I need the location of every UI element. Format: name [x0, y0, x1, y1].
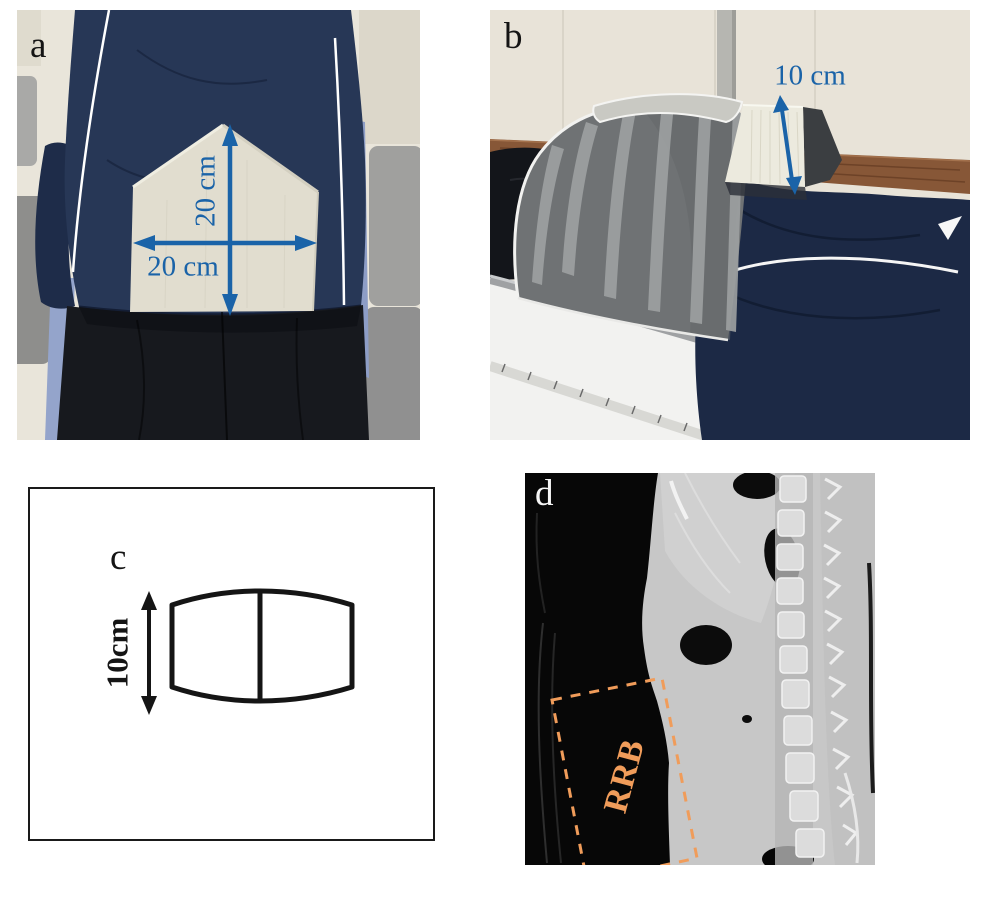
panel-c-height-measure: 10cm: [99, 617, 135, 689]
panel-d-ct-image: [525, 473, 875, 865]
spine-column: [775, 473, 860, 865]
sternum-and-ribs: [669, 473, 741, 594]
panel-b: b 10 cm: [490, 10, 970, 440]
panel-a-label: a: [30, 25, 47, 66]
height-measure-arrow: [773, 95, 802, 195]
panel-a: a 20 cm 20 cm: [17, 10, 420, 440]
panel-c-label: c: [110, 537, 127, 578]
belt-top-flap: [592, 93, 744, 124]
horizontal-measure-arrow: [133, 235, 317, 251]
wall-pole: [717, 10, 736, 112]
back-skin-line: [867, 562, 875, 794]
height-measure-arrow: [141, 591, 157, 715]
vertical-measure-arrow: [222, 124, 238, 316]
panel-a-vertical-measure: 20 cm: [189, 155, 222, 227]
belt-piping-bottom: [517, 296, 729, 342]
rigid-board: [130, 123, 319, 312]
panel-b-label: b: [504, 16, 523, 57]
spinous-processes: [823, 477, 859, 846]
panel-a-horizontal-measure: 20 cm: [147, 250, 219, 283]
body-tissue: [642, 473, 875, 865]
panel-d: d RRB: [525, 473, 875, 865]
panel-b-photo: [490, 10, 970, 440]
black-pants: [57, 305, 369, 440]
panel-b-height-measure: 10 cm: [774, 59, 846, 92]
panel-c: c 10cm: [28, 487, 435, 841]
panel-d-label: d: [535, 473, 554, 514]
shirt-piping-right: [333, 37, 346, 306]
blanket-folds: [535, 512, 562, 864]
belt-outline-shape: [169, 588, 355, 704]
panel-a-photo: [17, 10, 420, 440]
compression-belt: [513, 93, 749, 342]
shirt-piping-left: [71, 10, 111, 273]
belt-stripes: [532, 102, 742, 332]
panel-c-diagram: [141, 588, 355, 715]
wall-pads: [17, 10, 420, 440]
